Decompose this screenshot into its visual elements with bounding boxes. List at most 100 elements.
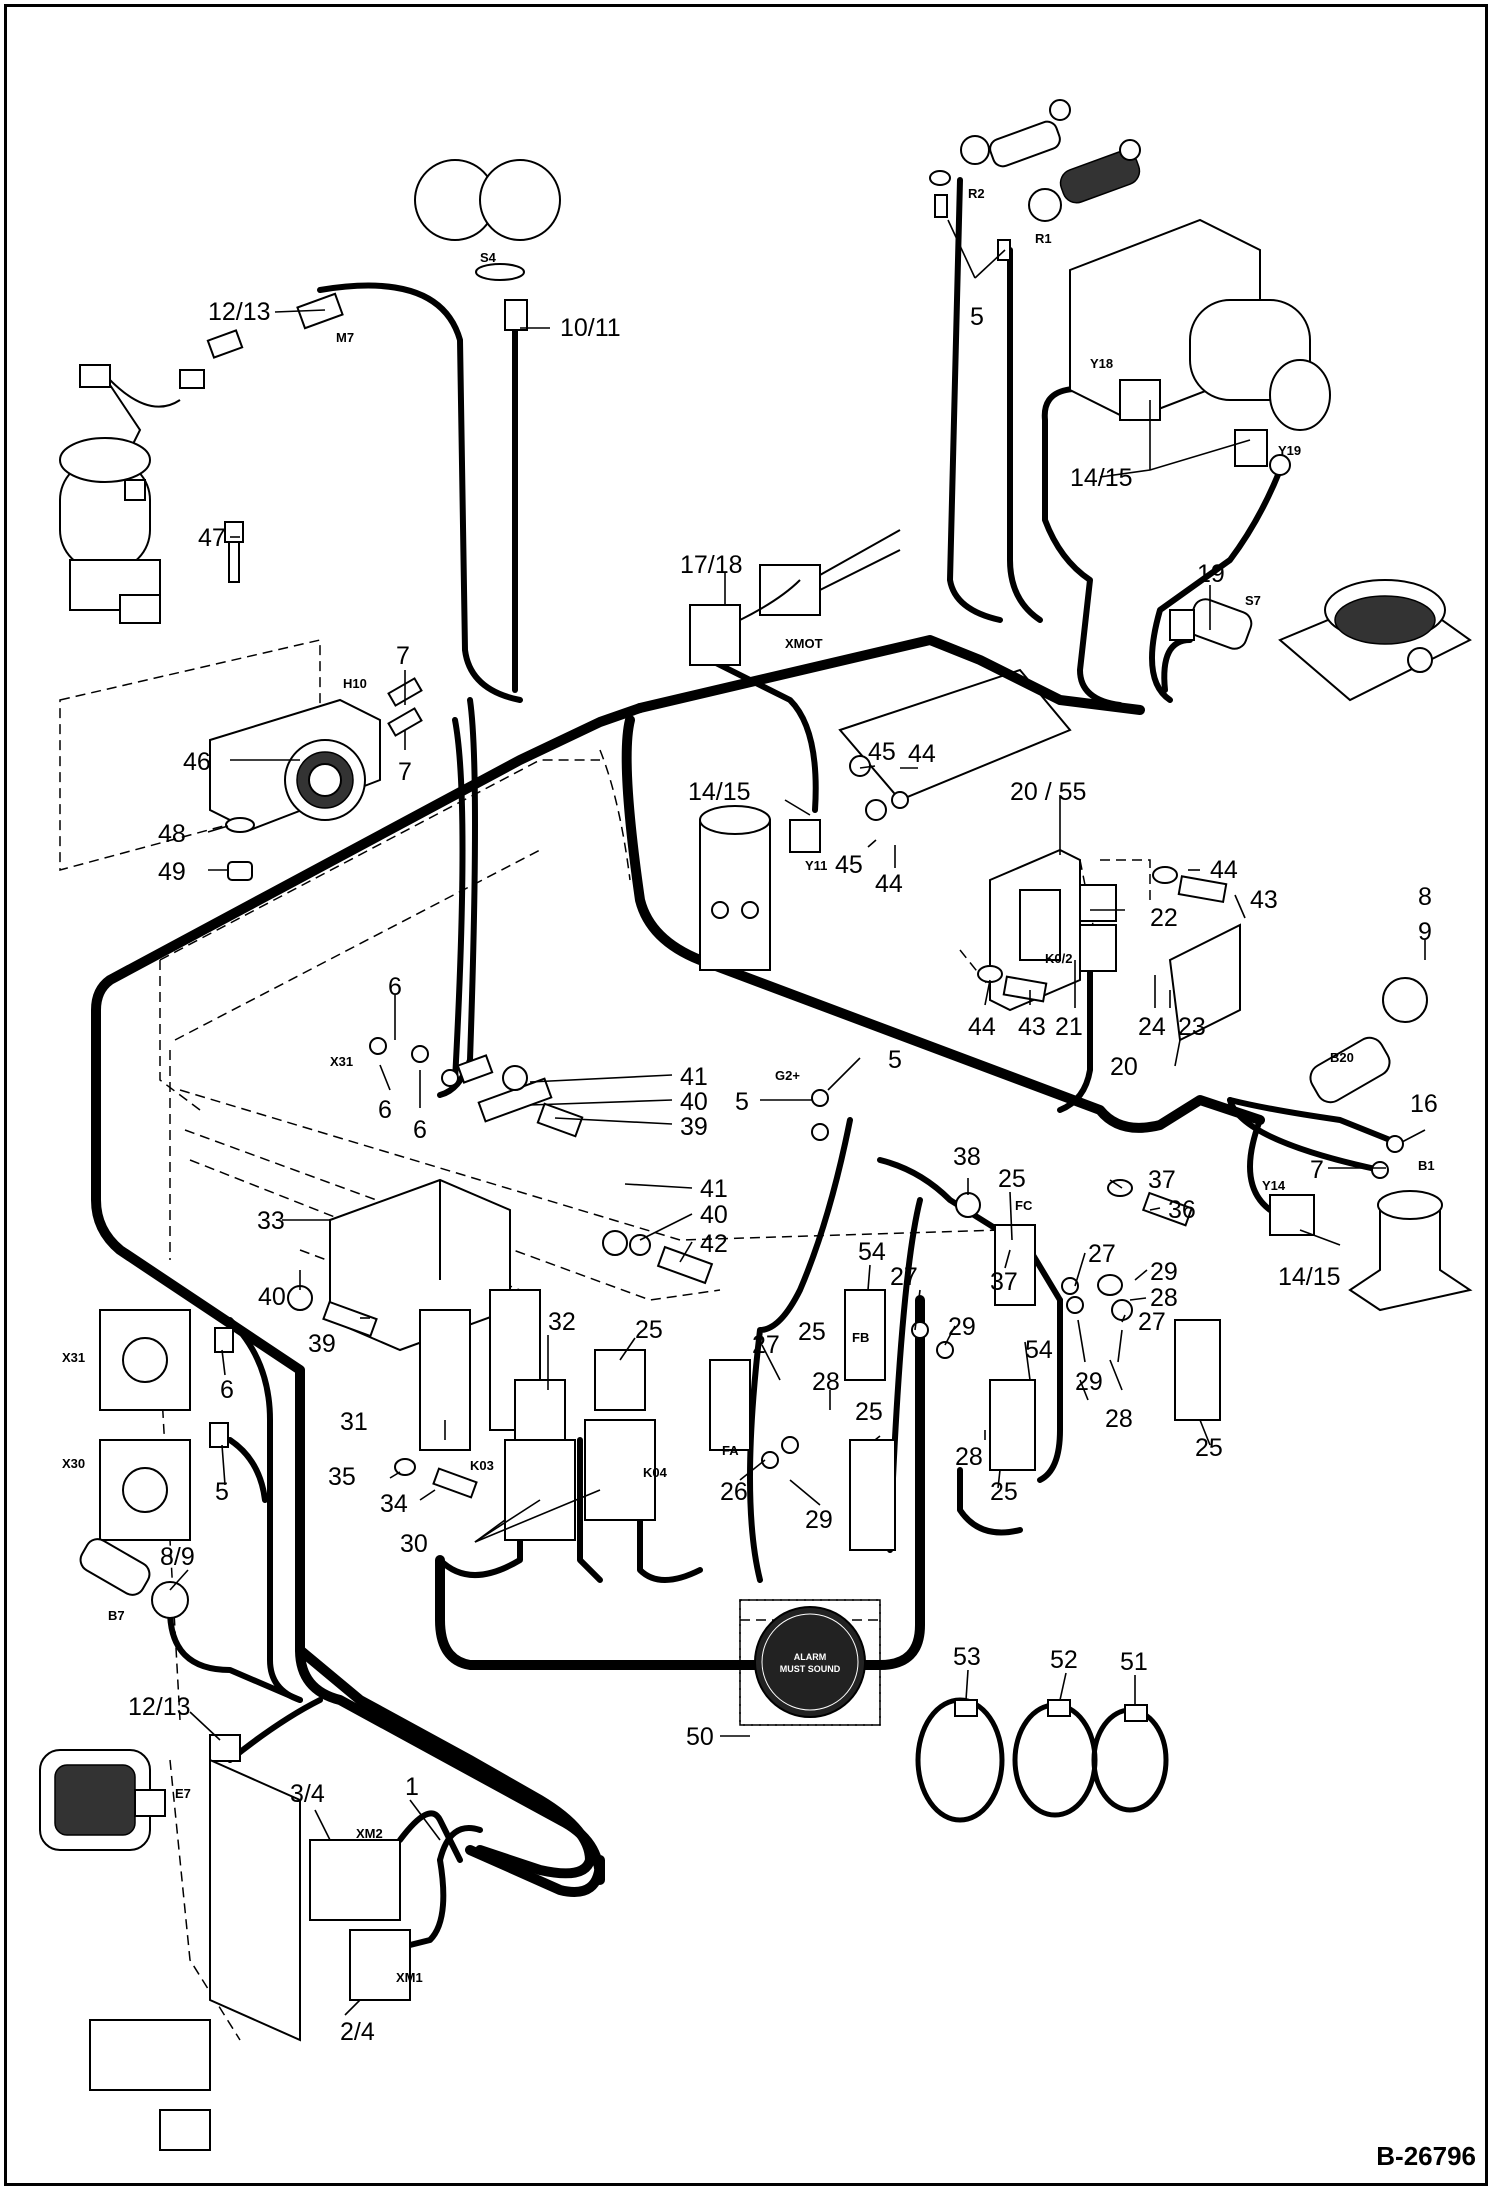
callout-41-b: 41 [700,1175,728,1203]
decal-headline-2: MUST SOUND [780,1664,841,1674]
callout-52: 52 [1050,1646,1078,1674]
bolt-47 [224,521,244,583]
bolts-and-washers [287,755,1228,1499]
callout-25-a: 25 [998,1165,1026,1193]
tag-x30: X30 [62,1456,85,1471]
tag-b20: B20 [1330,1050,1354,1065]
tag-k03: K03 [470,1458,494,1473]
callout-9-right: 9 [1418,918,1432,946]
callout-2-4: 2/4 [340,2018,375,2046]
tag-b1: B1 [1418,1158,1435,1173]
relays-K03-K04 [504,1349,656,1541]
sensor-S7-flange [1169,579,1472,702]
solenoid-Y14-and-sensor-B1 [1269,1190,1473,1312]
callout-27-b: 27 [1138,1308,1166,1336]
battery-terminals-X30-X31 [99,1309,234,1541]
tag-y19: Y19 [1278,443,1301,458]
callout-27-a: 27 [1088,1240,1116,1268]
callout-26: 26 [720,1478,748,1506]
decal-headline-1: ALARM [794,1652,827,1662]
callout-44-d: 44 [968,1013,996,1041]
callout-12-13-top: 12/13 [208,298,271,326]
callout-49: 49 [158,858,186,886]
callout-50: 50 [686,1723,714,1751]
fuse-box-panel [89,1758,411,2151]
callout-38: 38 [953,1143,981,1171]
callout-46: 46 [183,748,211,776]
callout-28-b: 28 [1105,1405,1133,1433]
callout-54-a: 54 [858,1238,886,1266]
callout-29-c: 29 [1075,1368,1103,1396]
callout-14-15-right: 14/15 [1278,1263,1341,1291]
horn-H10 [209,677,423,832]
callout-37-a: 37 [1148,1166,1176,1194]
callout-7-b: 7 [398,758,412,786]
callout-29-a: 29 [1150,1258,1178,1286]
callout-41-a: 41 [680,1063,708,1091]
callout-28-d: 28 [955,1443,983,1471]
solenoid-cylinder [59,437,161,624]
washer-48-nut-49 [225,817,255,881]
callout-6-b: 6 [378,1096,392,1124]
tag-fb: FB [852,1330,869,1345]
callout-40-a: 40 [680,1088,708,1116]
callout-44-c: 44 [1210,856,1238,884]
callout-43-a: 43 [1250,886,1278,914]
callout-45-b: 45 [835,851,863,879]
callout-28-a: 28 [1150,1284,1178,1312]
document-number: B-26796 [1376,2141,1476,2171]
callout-10-11: 10/11 [560,314,621,342]
tag-y11: Y11 [805,858,827,873]
callout-31: 31 [340,1408,368,1436]
callout-25-f: 25 [1195,1434,1223,1462]
callout-5-mid-b: 5 [735,1088,749,1116]
callout-24: 24 [1138,1013,1166,1041]
decal-text: ALARM MUST SOUND [780,1652,841,1674]
callout-40-b: 40 [700,1201,728,1229]
alarm-decal [739,1599,881,1726]
callout-30: 30 [400,1530,428,1558]
callout-34: 34 [380,1490,408,1518]
callout-53: 53 [953,1643,981,1671]
callout-42: 42 [700,1230,728,1258]
callout-35: 35 [328,1463,356,1491]
bracket-20-55 [838,668,1241,1042]
callout-5-top: 5 [970,303,984,331]
leader-lines [169,219,1426,2016]
callout-43-b: 43 [1018,1013,1046,1041]
tag-xmot: XMOT [785,636,823,651]
diagram-border [4,4,1488,2186]
callout-36: 36 [1168,1196,1196,1224]
tag-y14: Y14 [1262,1178,1286,1193]
callout-22: 22 [1150,904,1178,932]
callout-8-9-left: 8/9 [160,1543,195,1571]
callout-17-18: 17/18 [680,551,743,579]
tag-x31-top: X31 [330,1054,353,1069]
callout-14-15-mid: 14/15 [688,778,751,806]
callout-21: 21 [1055,1013,1083,1041]
callout-45-a: 45 [868,738,896,766]
callout-5-left: 5 [215,1478,229,1506]
solenoid-valve-Y11 [699,805,821,971]
tag-r2: R2 [968,186,985,201]
hose-clamps [915,1697,1169,1823]
callout-25-b: 25 [635,1316,663,1344]
callout-32: 32 [548,1308,576,1336]
callout-7-c: 7 [1310,1156,1324,1184]
callout-29-b: 29 [948,1313,976,1341]
work-light-E7 [39,1734,241,1851]
tag-e7: E7 [175,1786,191,1801]
callout-48: 48 [158,820,186,848]
callout-40-c: 40 [258,1283,286,1311]
callout-25-d: 25 [855,1398,883,1426]
callout-28-c: 28 [812,1368,840,1396]
callout-20-55: 20 / 55 [1010,778,1086,806]
tag-k02: K0/2 [1045,951,1072,966]
callout-27-d: 27 [752,1331,780,1359]
glow-plugs-R1-R2 [929,99,1141,261]
tag-xm1: XM1 [396,1970,423,1985]
tag-fa: FA [722,1443,739,1458]
callout-39-b: 39 [308,1330,336,1358]
